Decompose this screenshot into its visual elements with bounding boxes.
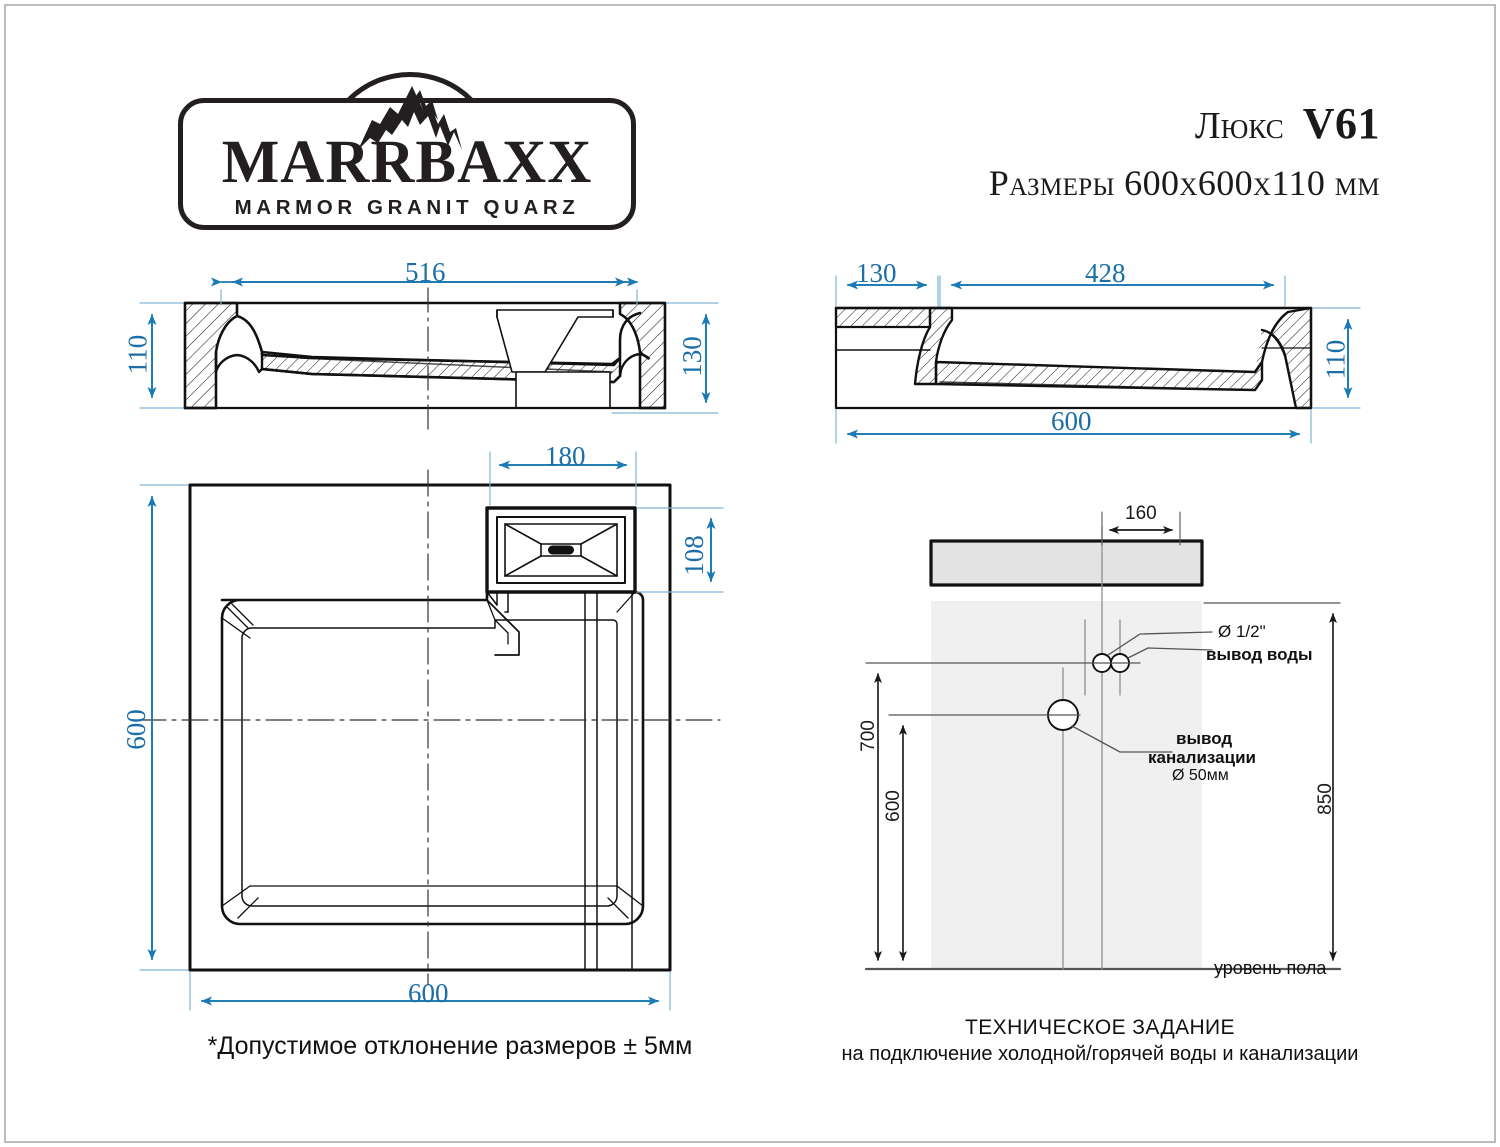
brand-tagline: MARMOR GRANIT QUARZ: [234, 196, 580, 219]
dim-label-516: 516: [405, 257, 446, 287]
callout-sewer-diameter: Ø 50мм: [1172, 767, 1229, 784]
dim-label-700: 700: [857, 720, 879, 752]
dim-600-plan-h: [189, 971, 671, 1011]
callout-sewer-line1: вывод: [1176, 729, 1233, 748]
dim-label-130-top: 130: [856, 258, 897, 288]
model-prefix: Люкс: [1194, 105, 1284, 147]
view-section-front: [139, 277, 719, 431]
dim-516: [211, 277, 638, 306]
dim-428: [939, 275, 1286, 307]
dim-130-top: [835, 275, 939, 307]
tz-heading: ТЕХНИЧЕСКОЕ ЗАДАНИЕ: [965, 1016, 1235, 1039]
dim-label-110-left: 110: [122, 334, 153, 375]
drain-grate: [485, 506, 637, 594]
brand-name: MARRBAXX: [221, 129, 593, 196]
dim-108: [636, 507, 724, 593]
dim-600-plan-v: [139, 484, 189, 971]
view-section-side: [834, 275, 1361, 444]
dim-label-428: 428: [1085, 258, 1126, 288]
dimensions-title: Размеры 600x600x110 мм: [988, 163, 1380, 203]
dim-label-130-right: 130: [676, 336, 707, 377]
callout-water-outlet: вывод воды: [1206, 645, 1313, 664]
dim-label-160: 160: [1125, 503, 1157, 524]
view-installation: [864, 511, 1342, 971]
dim-label-600-plan-h: 600: [408, 978, 449, 1008]
dim-label-600-install: 600: [882, 790, 904, 822]
dim-label-110-right: 110: [1320, 339, 1351, 380]
tolerance-note: *Допустимое отклонение размеров ± 5мм: [207, 1032, 693, 1060]
dim-130-right: [611, 302, 719, 414]
dim-600-side: [835, 409, 1312, 444]
dim-label-180: 180: [545, 441, 586, 471]
dim-label-600-side: 600: [1051, 406, 1092, 436]
dim-label-850: 850: [1314, 783, 1336, 815]
model-code: V61: [1302, 99, 1380, 148]
mountain-icon: [328, 80, 498, 158]
dim-110-right: [1312, 307, 1361, 409]
dim-180: [489, 451, 637, 506]
callout-sewer-line2: канализации: [1148, 748, 1256, 767]
dim-label-108: 108: [678, 535, 709, 576]
callout-water-diameter: Ø 1/2": [1218, 622, 1266, 641]
brand-logo: MARRBAXX MARMOR GRANIT QUARZ: [178, 72, 640, 234]
page-title: Люкс V61: [820, 98, 1380, 149]
dim-160: [1101, 511, 1181, 546]
dim-label-600-plan-v: 600: [120, 709, 151, 750]
view-plan: [139, 451, 724, 1011]
tz-body: на подключение холодной/горячей воды и к…: [841, 1043, 1359, 1065]
callout-floor-level: уровень пола: [1214, 958, 1327, 978]
dim-110-left: [139, 302, 184, 409]
